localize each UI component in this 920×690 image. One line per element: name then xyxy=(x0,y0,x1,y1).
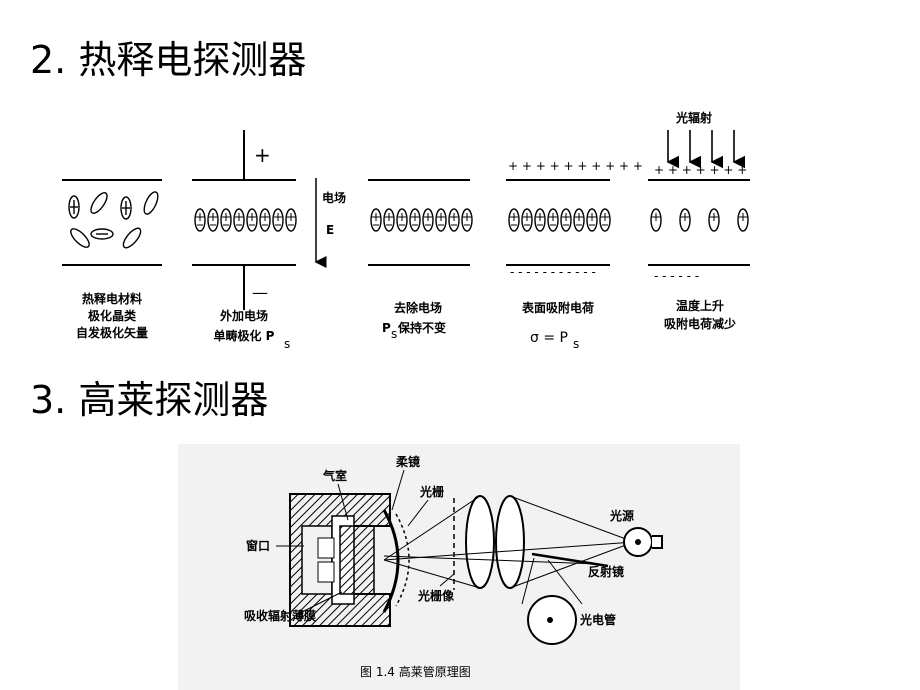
dipole xyxy=(650,208,662,232)
label-gas-chamber: 气室 xyxy=(322,468,347,483)
grating-curve xyxy=(395,513,410,607)
panel-2: + — 电场 E 外加电场 单畴极化 P s xyxy=(192,130,346,351)
dipole xyxy=(573,208,585,232)
field-label: 电场 xyxy=(322,190,346,205)
dipole xyxy=(246,208,258,232)
panel-2-caption-2: 单畴极化 P xyxy=(214,328,275,343)
dipole xyxy=(435,208,447,232)
panel-5-top-charges: + + + + + + + xyxy=(654,163,747,177)
golay-figure: 气室 柔镜 光栅 光源 窗口 反射镜 光栅像 吸收辐射薄膜 光电管 图 1.4 … xyxy=(178,444,740,690)
dipole xyxy=(508,208,520,232)
panel-1-caption-1: 热释电材料 xyxy=(82,291,142,306)
panel-4: + + + + + + + + + + - - - - - - - - - - … xyxy=(506,159,643,351)
lens-1 xyxy=(465,495,495,589)
dipole xyxy=(285,208,297,232)
dipole xyxy=(409,208,421,232)
dipole xyxy=(422,208,434,232)
dipole xyxy=(521,208,533,232)
dipole-aligned-group xyxy=(508,208,611,232)
dipole xyxy=(396,208,408,232)
panel-5-caption-2: 吸附电荷减少 xyxy=(664,316,736,331)
dipole xyxy=(233,208,245,232)
panel-2-plus: + xyxy=(254,143,271,167)
panel-4-caption-2: σ = P xyxy=(530,330,568,346)
panel-3-caption-2: 保持不变 xyxy=(397,320,446,335)
dipole-aligned-group xyxy=(194,208,297,232)
dipole xyxy=(220,208,232,232)
dipole xyxy=(560,208,572,232)
panel-5-bottom-charges: - - - - - - xyxy=(654,269,699,283)
dipole xyxy=(461,208,473,232)
lens-2 xyxy=(495,495,525,589)
dipole xyxy=(708,208,720,232)
section-title-pyroelectric: 2. 热释电探测器 xyxy=(30,38,307,82)
photocell xyxy=(521,557,583,645)
radiation-arrows xyxy=(666,130,746,169)
panel-1: 热释电材料 极化晶类 自发极化矢量 xyxy=(62,179,162,340)
label-grating-image: 光栅像 xyxy=(417,588,455,603)
field-symbol: E xyxy=(326,223,334,237)
dipole xyxy=(534,208,546,232)
panel-4-caption-1: 表面吸附电荷 xyxy=(521,300,594,315)
light-rays xyxy=(383,495,635,589)
dipole xyxy=(599,208,611,232)
panel-2-caption-1: 外加电场 xyxy=(220,308,268,323)
panel-3-caption-1: 去除电场 xyxy=(394,300,442,315)
panel-2-minus: — xyxy=(252,283,268,302)
panel-5-caption-1: 温度上升 xyxy=(676,298,724,313)
panel-3-caption-p: P xyxy=(382,321,391,335)
label-absorbing-film: 吸收辐射薄膜 xyxy=(244,608,316,623)
panel-3: 去除电场 P s 保持不变 xyxy=(368,179,473,341)
flexible-mirror xyxy=(382,509,400,613)
panel-2-caption-sub: s xyxy=(284,337,290,351)
dipole xyxy=(547,208,559,232)
panel-1-caption-3: 自发极化矢量 xyxy=(76,325,148,340)
label-reflector: 反射镜 xyxy=(588,564,624,579)
label-grating: 光栅 xyxy=(419,484,444,499)
panel-3-caption-sub: s xyxy=(391,327,397,341)
dipole xyxy=(272,208,284,232)
dipole xyxy=(586,208,598,232)
dipole xyxy=(194,208,206,232)
panel-4-bottom-charges: - - - - - - - - - - - xyxy=(510,265,596,279)
figure-caption: 图 1.4 高莱管原理图 xyxy=(360,664,471,679)
dipole xyxy=(370,208,382,232)
dipole-random-group xyxy=(68,191,159,249)
dipole xyxy=(737,208,749,232)
section-title-golay: 3. 高莱探测器 xyxy=(30,378,269,422)
panel-4-top-charges: + + + + + + + + + + xyxy=(508,159,643,173)
label-photocell: 光电管 xyxy=(579,612,616,627)
dipole xyxy=(448,208,460,232)
panel-5: 光辐射 + + + + + + + - - - - - - 温度上升 吸附电荷减… xyxy=(648,110,750,331)
label-light-source: 光源 xyxy=(609,508,634,523)
dipole xyxy=(207,208,219,232)
dipole xyxy=(679,208,691,232)
label-flexible-mirror: 柔镜 xyxy=(395,454,420,469)
golay-cell-diagram: 气室 柔镜 光栅 光源 窗口 反射镜 光栅像 吸收辐射薄膜 光电管 图 1.4 … xyxy=(244,454,663,679)
pyroelectric-diagram: 热释电材料 极化晶类 自发极化矢量 + — 电场 E 外加电场 单畴极化 P s… xyxy=(62,110,750,351)
panel-1-caption-2: 极化晶类 xyxy=(88,308,137,323)
reflector xyxy=(531,552,609,568)
dipole-sparse-group xyxy=(650,208,749,232)
panel-4-caption-sub: s xyxy=(573,337,579,351)
dipole xyxy=(259,208,271,232)
gas-chamber-body xyxy=(289,493,391,627)
dipole-aligned-group xyxy=(370,208,473,232)
light-source xyxy=(623,527,663,557)
dipole xyxy=(383,208,395,232)
label-window: 窗口 xyxy=(246,538,270,553)
radiation-label: 光辐射 xyxy=(675,110,712,125)
